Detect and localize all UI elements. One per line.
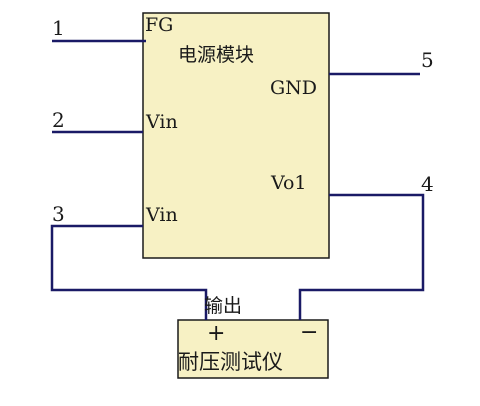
pin-label-vo1: Vo1 xyxy=(271,172,307,194)
tester-box xyxy=(177,319,329,379)
wire-number-5: 5 xyxy=(421,48,434,72)
wire-3 xyxy=(50,224,208,320)
minus-terminal: − xyxy=(300,320,319,345)
wire-number-3: 3 xyxy=(52,202,65,226)
tester-title: 耐压测试仪 xyxy=(178,350,283,374)
pin-label-fg: FG xyxy=(145,14,174,36)
module-title: 电源模块 xyxy=(178,44,255,66)
pin-label-vin-1: Vin xyxy=(146,111,178,133)
pin-label-gnd: GND xyxy=(270,77,318,99)
pin-label-vin-2: Vin xyxy=(146,204,178,226)
output-label: 输出 xyxy=(204,295,243,317)
plus-terminal: + xyxy=(207,321,226,346)
wire-number-1: 1 xyxy=(52,16,65,40)
wire-number-4: 4 xyxy=(421,172,434,196)
power-module-box xyxy=(142,12,330,259)
wire-number-2: 2 xyxy=(52,108,65,132)
wire-4 xyxy=(298,193,425,320)
